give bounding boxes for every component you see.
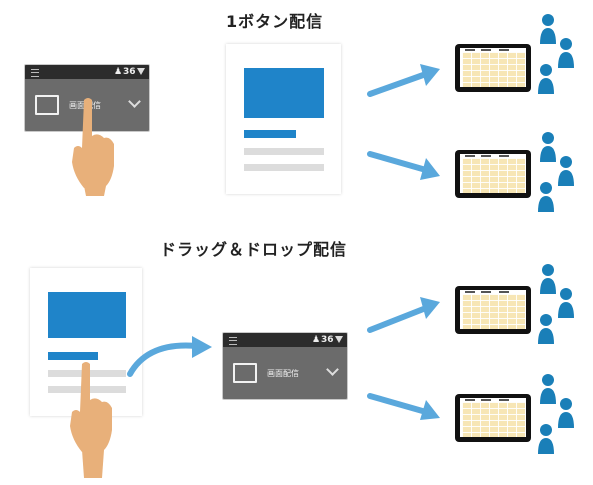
document — [226, 44, 341, 194]
arrow-icon — [367, 151, 440, 180]
people-layer — [538, 14, 574, 454]
people-icon — [540, 374, 556, 404]
share-screen-icon — [35, 95, 59, 115]
arrow-icon — [367, 64, 440, 97]
toolbar-widget: ♟ 36 画面配信 — [222, 332, 348, 400]
user-icon: ♟ — [312, 335, 321, 345]
hand-pointer-icon — [72, 98, 114, 196]
tablet-icon — [455, 286, 531, 334]
tablet-icon — [455, 394, 531, 442]
section-title-one-button: 1ボタン配信 — [226, 12, 324, 31]
user-count: 36 — [123, 67, 136, 77]
user-count: 36 — [321, 335, 334, 345]
user-icon: ♟ — [114, 67, 123, 77]
menu-icon[interactable] — [229, 337, 237, 345]
people-icon — [540, 14, 556, 44]
people-icon — [558, 156, 574, 186]
document-image — [48, 292, 126, 338]
menu-icon[interactable] — [31, 69, 39, 77]
document-heading — [48, 352, 98, 360]
document-heading — [244, 130, 296, 138]
arrow-group — [367, 64, 440, 180]
people-icon — [558, 38, 574, 68]
people-icon — [558, 288, 574, 318]
share-screen-icon — [233, 363, 257, 383]
hand-pointer-icon — [70, 362, 112, 478]
people-icon — [538, 64, 554, 94]
arrow-icon — [127, 336, 212, 377]
people-icon — [538, 182, 554, 212]
filter-icon[interactable] — [335, 336, 343, 343]
toolbar-top-bar: ♟ 36 — [223, 333, 347, 347]
chevron-down-icon[interactable] — [326, 363, 339, 376]
people-icon — [540, 264, 556, 294]
toolbar-top-bar: ♟ 36 — [25, 65, 149, 79]
arrow-icon — [367, 297, 440, 333]
filter-icon[interactable] — [137, 68, 145, 75]
document-line — [244, 164, 324, 171]
document-line — [244, 148, 324, 155]
people-icon — [538, 424, 554, 454]
arrow-group — [367, 297, 440, 420]
screen-share-button[interactable]: 画面配信 — [223, 347, 347, 399]
tablet-icon — [455, 44, 531, 92]
tablet-icon — [455, 150, 531, 198]
arrow-icon — [367, 393, 440, 420]
people-icon — [538, 314, 554, 344]
screen-share-label: 画面配信 — [267, 369, 299, 378]
people-icon — [558, 398, 574, 428]
section-title-drag-drop: ドラッグ＆ドロップ配信 — [160, 240, 348, 259]
people-icon — [540, 132, 556, 162]
chevron-down-icon[interactable] — [128, 95, 141, 108]
document-image — [244, 68, 324, 118]
